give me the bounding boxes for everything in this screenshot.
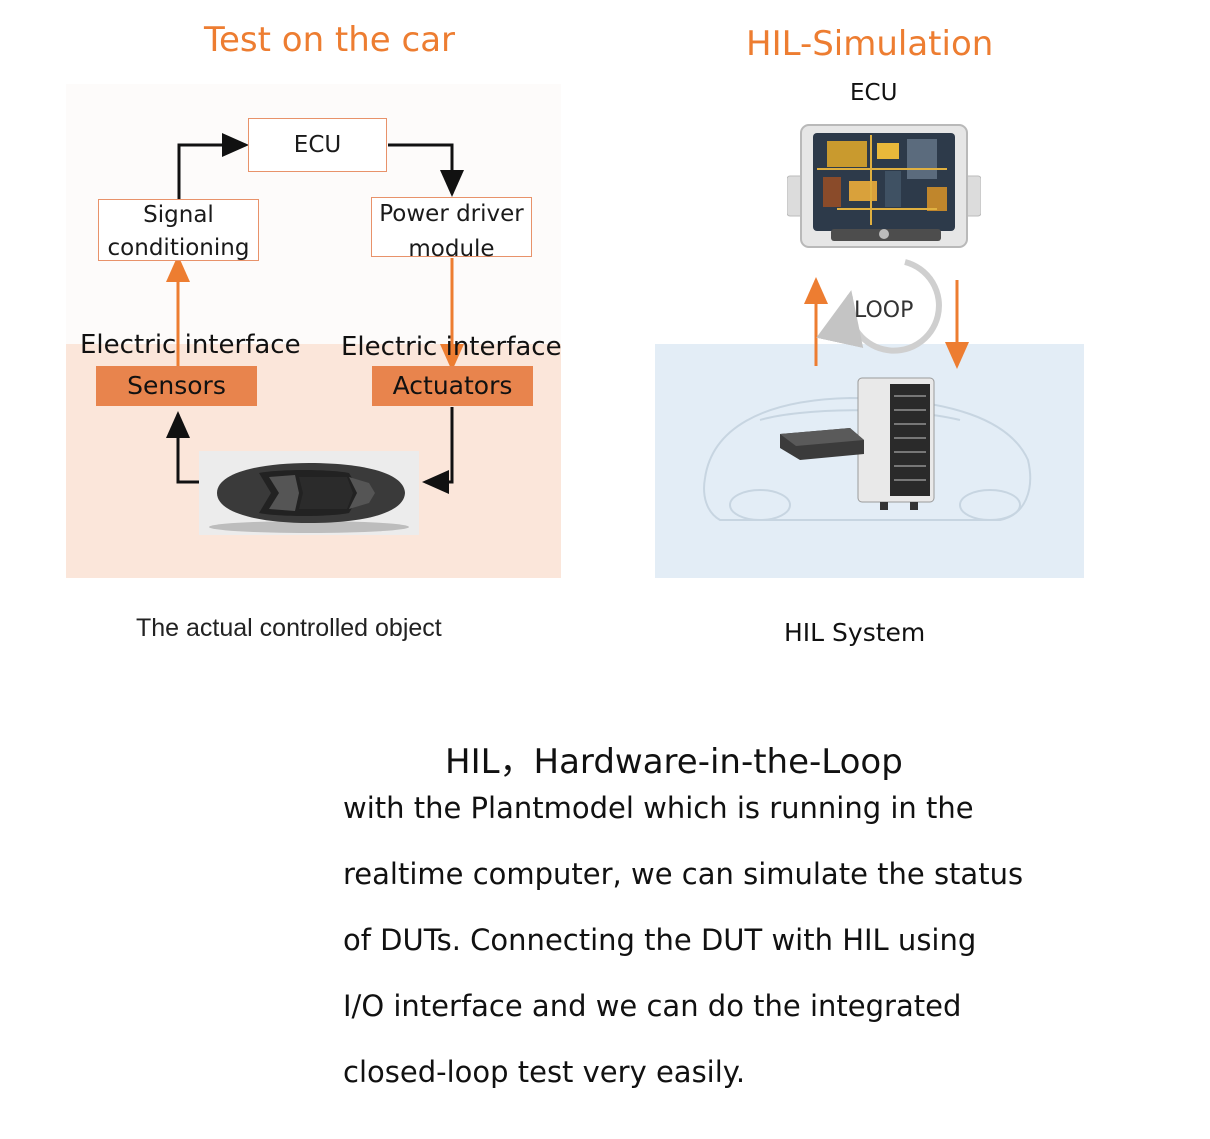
description-line-5: closed-loop test very easily. <box>343 1055 746 1089</box>
description-line-2: realtime computer, we can simulate the s… <box>343 857 1024 891</box>
hil-description: with the Plantmodel which is running in … <box>343 775 1023 1105</box>
ecu-box: ECU <box>248 118 387 172</box>
left-title: Test on the car <box>204 20 456 60</box>
ecu-device-image <box>787 121 981 251</box>
hil-heading: HIL，Hardware-in-the-Loop <box>445 742 903 782</box>
electric-interface-left: Electric interface <box>80 330 301 360</box>
ecu-label: ECU <box>850 80 898 106</box>
description-line-4: I/O interface and we can do the integrat… <box>343 989 962 1023</box>
left-caption: The actual controlled object <box>136 614 442 642</box>
description-line-1: with the Plantmodel which is running in … <box>343 791 974 825</box>
signal-conditioning-line2: conditioning <box>107 235 250 261</box>
signal-conditioning-line1: Signal <box>143 202 214 228</box>
description-line-3: of DUTs. Connecting the DUT with HIL usi… <box>343 923 977 957</box>
right-title: HIL-Simulation <box>746 24 994 64</box>
electric-interface-right: Electric interface <box>341 332 562 362</box>
sensors-tag: Sensors <box>96 366 257 406</box>
power-driver-line1: Power driver <box>379 201 524 227</box>
power-driver-box: Power driver module <box>371 197 532 262</box>
loop-label: LOOP <box>854 298 914 323</box>
hil-system-caption: HIL System <box>784 618 926 647</box>
actuators-tag: Actuators <box>372 366 533 406</box>
power-driver-line2: module <box>408 236 495 262</box>
car-image <box>199 451 419 535</box>
signal-conditioning-box: Signal conditioning <box>98 199 259 261</box>
